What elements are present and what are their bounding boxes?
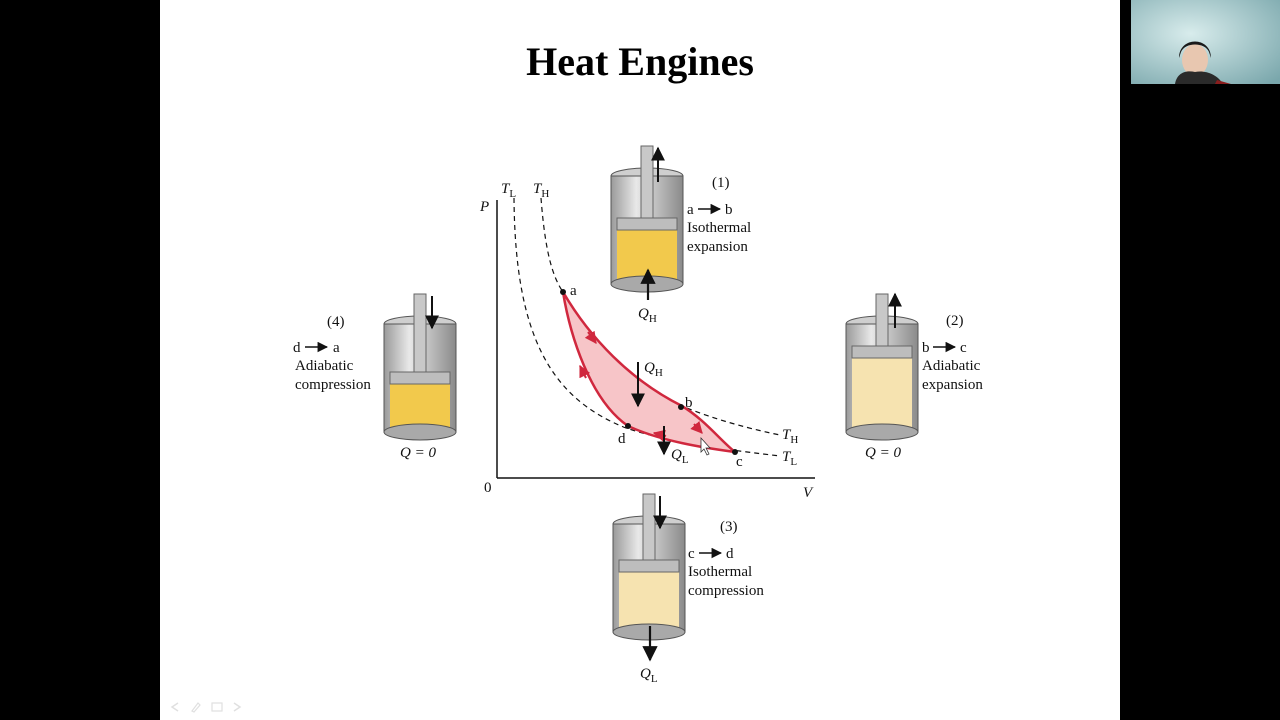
pen-icon[interactable]: [191, 702, 201, 713]
step-3-to: d: [726, 546, 734, 562]
step-2-adiabatic-expansion: Q = 0 (2) b c Adiabatic expansion: [845, 292, 983, 461]
step-4-number: (4): [327, 314, 345, 330]
step-2-heat-label: Q = 0: [865, 445, 901, 461]
step-4-from: d: [293, 340, 301, 356]
step-3-number: (3): [720, 519, 738, 535]
piston-cylinder-2: [845, 293, 919, 441]
step-2-to: c: [960, 340, 967, 356]
point-c: [732, 449, 738, 455]
mouse-cursor-icon: [700, 436, 711, 456]
isotherm-label-th-right: TH: [782, 427, 798, 446]
carnot-cycle-diagram: P V 0 TL TH TH TL a b c d: [293, 145, 983, 685]
step-2-from: b: [922, 340, 930, 356]
cycle-arrow-bc: [690, 420, 703, 434]
step-3-isothermal-compression: QL (3) c d Isothermal compression: [612, 493, 764, 685]
point-d: [625, 423, 631, 429]
webcam-video: [1131, 0, 1280, 84]
slide: Heat Engines P V 0 TL: [160, 0, 1120, 720]
point-b: [678, 404, 684, 410]
slide-title: Heat Engines: [526, 39, 754, 84]
step-2-line1: Adiabatic: [922, 358, 981, 374]
step-4-heat-label: Q = 0: [400, 445, 436, 461]
point-label-a: a: [570, 283, 577, 299]
step-4-line1: Adiabatic: [295, 358, 354, 374]
x-axis-label: V: [803, 485, 814, 501]
cycle-arrow-da: [579, 364, 591, 379]
isotherm-label-th-top: TH: [533, 181, 549, 200]
isotherm-label-tl-top: TL: [501, 181, 516, 200]
step-2-line2: expansion: [922, 377, 983, 393]
slideshow-controls[interactable]: [168, 700, 258, 714]
graph-heat-out-label: QL: [671, 447, 689, 466]
step-4-to: a: [333, 340, 340, 356]
menu-icon[interactable]: [211, 702, 223, 712]
prev-slide-icon[interactable]: [170, 702, 179, 712]
point-label-b: b: [685, 395, 693, 411]
step-1-line1: Isothermal: [687, 220, 751, 236]
webcam-image: [1131, 0, 1280, 84]
step-3-line2: compression: [688, 583, 764, 599]
step-1-isothermal-expansion: QH (1) a b Isothermal expansion: [610, 145, 751, 325]
step-1-to: b: [725, 202, 733, 218]
step-4-line2: compression: [295, 377, 371, 393]
step-1-line2: expansion: [687, 239, 748, 255]
cycle-arrow-ab: [584, 330, 597, 344]
pv-graph: P V 0 TL TH TH TL a b c d: [479, 181, 815, 501]
step-3-line1: Isothermal: [688, 564, 752, 580]
step-4-adiabatic-compression: Q = 0 (4) d a Adiabatic compression: [293, 293, 457, 461]
piston-cylinder-3: [612, 493, 686, 641]
step-1-number: (1): [712, 175, 730, 191]
step-1-from: a: [687, 202, 694, 218]
next-slide-icon[interactable]: [233, 702, 242, 712]
isotherm-label-tl-right: TL: [782, 449, 797, 468]
point-label-d: d: [618, 431, 626, 447]
isotherm-th: [540, 197, 781, 436]
point-a: [560, 289, 566, 295]
y-axis-label: P: [479, 199, 489, 215]
step-2-number: (2): [946, 313, 964, 329]
origin-label: 0: [484, 480, 492, 496]
piston-cylinder-4: [383, 293, 457, 441]
step-3-heat-label: QL: [640, 666, 658, 685]
graph-heat-in-label: QH: [644, 360, 663, 379]
step-3-from: c: [688, 546, 695, 562]
point-label-c: c: [736, 454, 743, 470]
step-1-heat-label: QH: [638, 306, 657, 325]
